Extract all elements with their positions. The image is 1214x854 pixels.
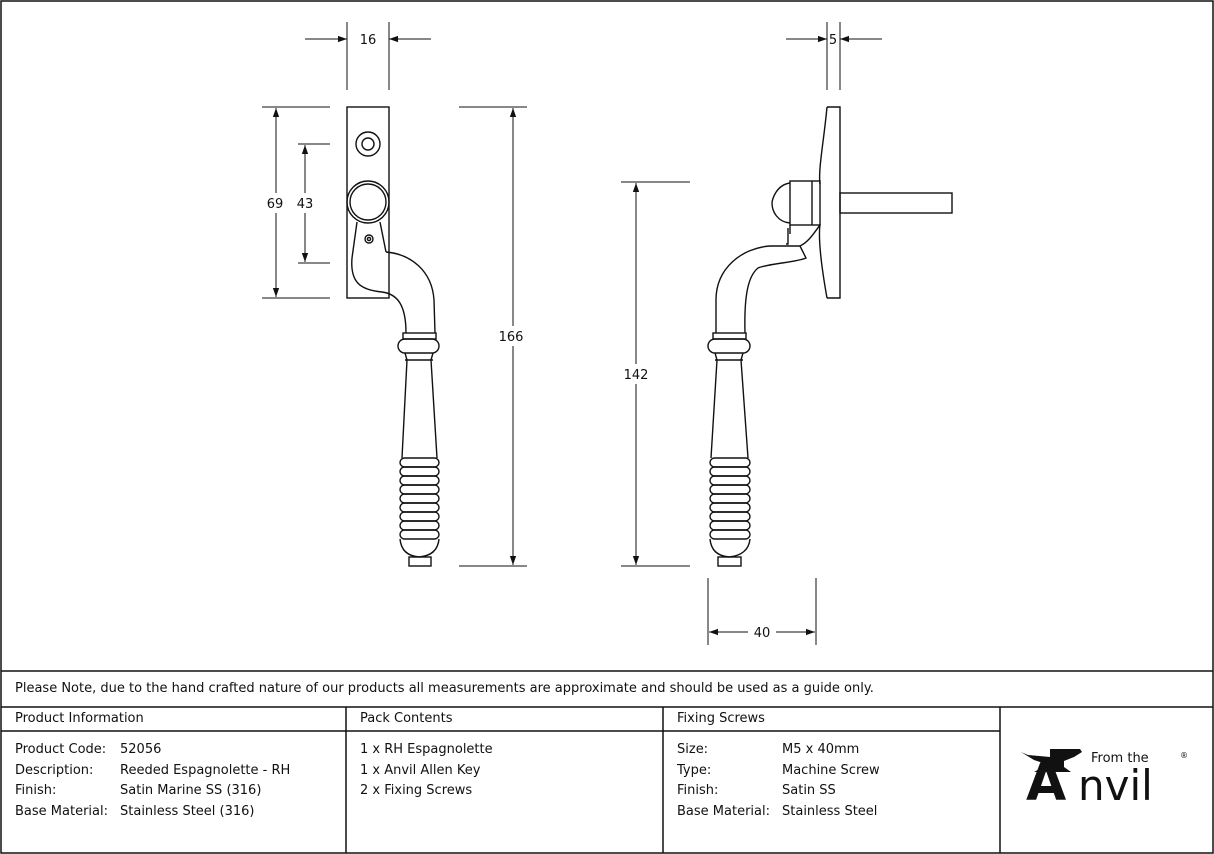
side-tip	[717, 556, 742, 567]
pack-contents-title: Pack Contents	[360, 711, 453, 726]
base-material-label: Base Material:	[15, 804, 108, 819]
screw-type-value: Machine Screw	[782, 763, 880, 778]
side-backplate	[827, 106, 841, 299]
description-value: Reeded Espagnolette - RH	[120, 763, 291, 778]
front-neck	[351, 221, 387, 259]
side-view	[707, 106, 953, 567]
side-plate-curve	[818, 106, 828, 299]
fixing-screws-title: Fixing Screws	[677, 711, 765, 726]
logo-registered: ®	[1180, 751, 1188, 760]
side-reeds	[709, 457, 751, 540]
dim-overall-height: 166	[499, 330, 524, 345]
product-code-label: Product Code:	[15, 742, 107, 757]
list-item: 1 x Anvil Allen Key	[360, 763, 481, 778]
description-label: Description:	[15, 763, 94, 778]
product-code-value: 52056	[120, 742, 162, 757]
side-dimensions	[621, 22, 882, 645]
front-reeds	[399, 457, 440, 540]
anvil-icon	[1021, 749, 1082, 772]
logo-big-a: A	[1026, 753, 1066, 813]
front-boss	[346, 180, 390, 224]
dim-side-width: 5	[829, 33, 837, 48]
finish-value: Satin Marine SS (316)	[120, 783, 262, 798]
screw-finish-label: Finish:	[677, 783, 719, 798]
front-view	[346, 106, 440, 567]
front-dimension-labels: 16 69 43 166	[267, 33, 524, 345]
front-arm	[351, 251, 436, 334]
dim-screw-centres: 43	[297, 197, 314, 212]
screw-size-value: M5 x 40mm	[782, 742, 860, 757]
dim-plate-height: 69	[267, 197, 284, 212]
list-item: 1 x RH Espagnolette	[360, 742, 493, 757]
screw-type-label: Type:	[677, 763, 712, 778]
screw-material-value: Stainless Steel	[782, 804, 878, 819]
front-boss-inner	[349, 183, 387, 221]
front-backplate	[346, 106, 390, 299]
title-block-lines	[1, 670, 1213, 853]
side-neck	[786, 225, 791, 245]
dim-handle-drop: 142	[624, 368, 649, 383]
front-tip	[408, 556, 432, 567]
side-boss-dome	[771, 182, 791, 224]
screw-material-label: Base Material:	[677, 804, 770, 819]
front-handle-body	[401, 352, 438, 459]
anvil-logo: From the ® A nvil	[1021, 749, 1188, 813]
dim-projection: 40	[754, 626, 771, 641]
dim-front-width: 16	[360, 33, 377, 48]
disclaimer-note: Please Note, due to the hand crafted nat…	[15, 681, 874, 696]
side-arm	[715, 224, 821, 334]
screw-finish-value: Satin SS	[782, 783, 836, 798]
front-screw-hole-inner	[361, 137, 375, 151]
finish-label: Finish:	[15, 783, 57, 798]
logo-from-the: From the	[1091, 751, 1149, 766]
screw-size-label: Size:	[677, 742, 709, 757]
side-dimension-labels: 5 142 40	[624, 33, 838, 641]
side-handle-body	[710, 352, 749, 459]
front-grub-screw	[364, 234, 374, 244]
base-material-value: Stainless Steel (316)	[120, 804, 255, 819]
front-screw-hole-outer	[355, 131, 381, 157]
front-dimensions	[262, 22, 527, 567]
product-info-title: Product Information	[15, 711, 144, 726]
list-item: 2 x Fixing Screws	[360, 783, 473, 798]
side-spindle	[839, 192, 953, 214]
side-collar	[707, 338, 751, 354]
side-collar-top	[712, 332, 747, 340]
front-collar	[397, 338, 440, 354]
front-collar-top	[402, 332, 437, 340]
logo-wordmark: nvil	[1078, 761, 1153, 810]
side-boss	[789, 180, 821, 226]
